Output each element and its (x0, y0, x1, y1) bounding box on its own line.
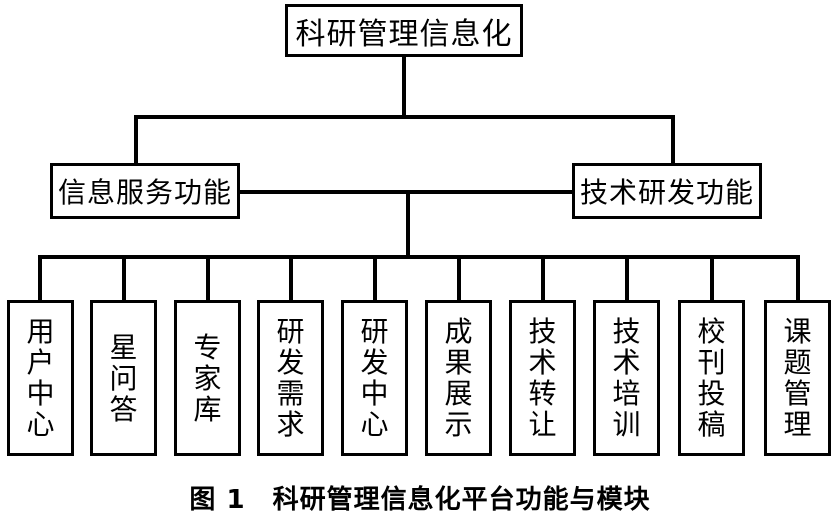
module-node-10: 课题管理 (764, 300, 831, 456)
module-node-7: 技术转让 (509, 300, 576, 456)
module-node-3: 专家库 (174, 300, 241, 456)
module-label-5: 研发中心 (360, 315, 389, 441)
module-node-5: 研发中心 (341, 300, 408, 456)
module-label-9: 校刊投稿 (697, 315, 726, 441)
node-tech-rd: 技术研发功能 (572, 163, 762, 219)
module-label-6: 成果展示 (444, 315, 473, 441)
root-node: 科研管理信息化 (285, 4, 523, 57)
module-label-8: 技术培训 (612, 315, 641, 441)
figure-caption: 图 1 科研管理信息化平台功能与模块 (189, 485, 651, 515)
module-label-4: 研发需求 (276, 315, 305, 441)
module-label-3: 专家库 (193, 330, 222, 426)
module-label-1: 用户中心 (26, 315, 55, 441)
node-info-service-label: 信息服务功能 (57, 176, 232, 209)
module-node-2: 星问答 (90, 300, 157, 456)
module-label-7: 技术转让 (528, 315, 557, 441)
node-tech-rd-label: 技术研发功能 (579, 176, 754, 209)
node-info-service: 信息服务功能 (50, 163, 240, 219)
module-node-6: 成果展示 (425, 300, 492, 456)
module-node-4: 研发需求 (257, 300, 324, 456)
module-label-10: 课题管理 (783, 315, 812, 441)
module-label-2: 星问答 (109, 330, 138, 426)
module-node-1: 用户中心 (7, 300, 74, 456)
module-node-8: 技术培训 (593, 300, 660, 456)
module-node-9: 校刊投稿 (678, 300, 745, 456)
root-node-label: 科研管理信息化 (295, 16, 513, 52)
